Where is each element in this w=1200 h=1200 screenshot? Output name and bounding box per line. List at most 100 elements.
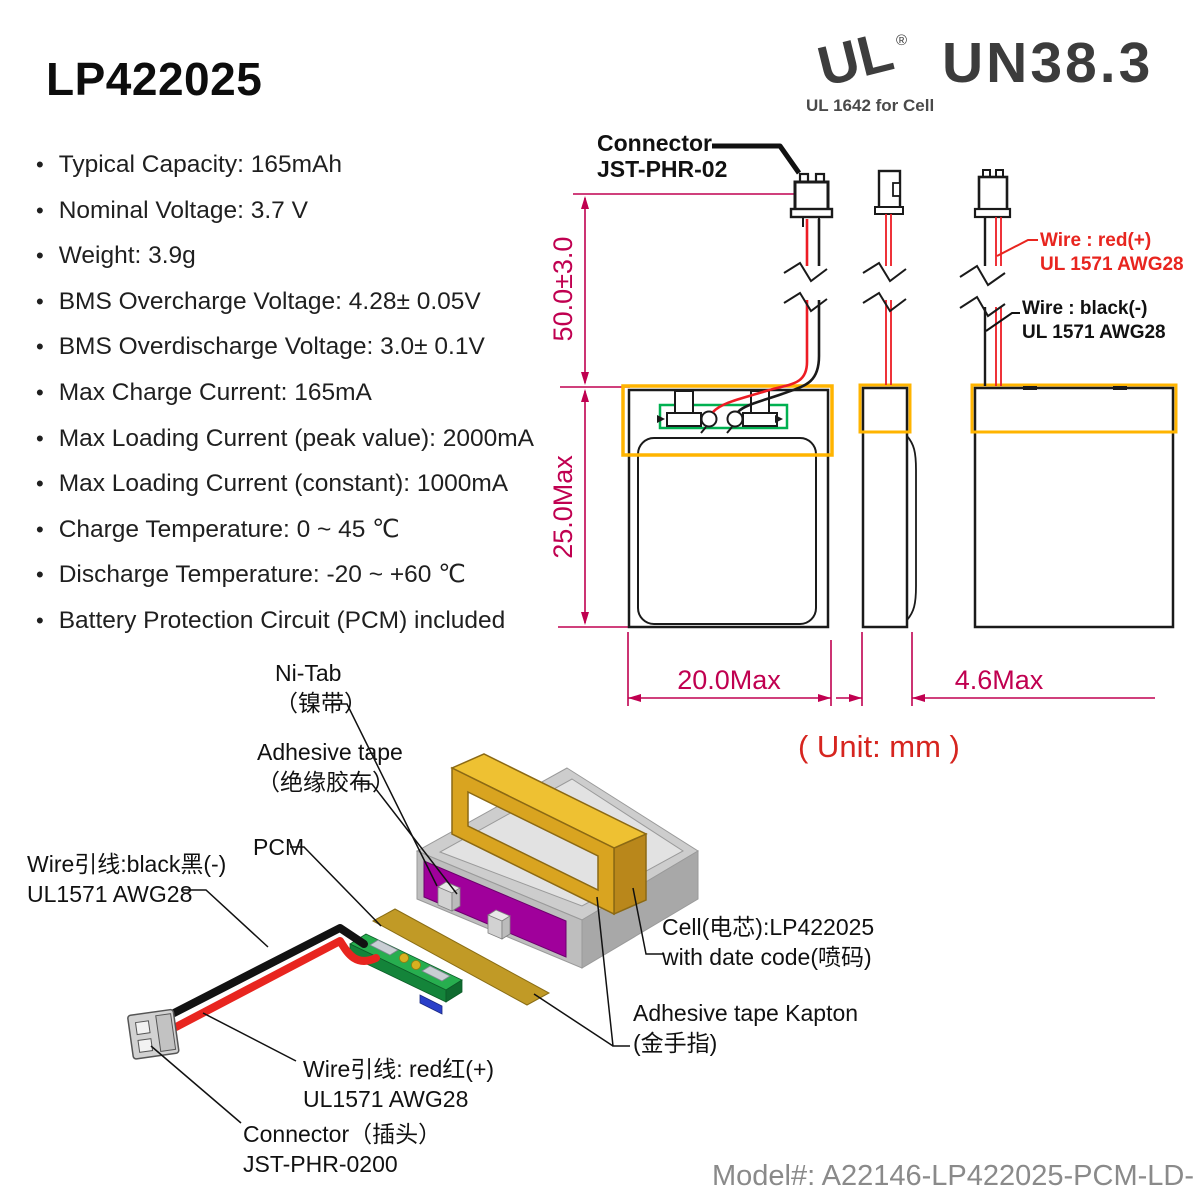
spec-item: Max Charge Current: 165mA [36,370,534,416]
battery-outline [861,386,909,629]
arrow-up [581,389,589,402]
front-connector [789,172,834,227]
ni-tab-label: Ni-Tab （镍带） [275,658,367,718]
wire-black-line1: Wire : black(-) [1022,298,1148,319]
connector-exploded-label: Connector（插头） JST-PHR-0200 [243,1119,441,1179]
wire-black-leader [985,312,1020,332]
pcm-leader [290,846,382,927]
back-wires [959,217,1006,386]
un38-3-mark: UN38.3 [942,31,1154,95]
dim-text-20: 20.0Max [677,665,781,695]
connector-leader [150,1045,242,1124]
page-title: LP422025 [46,53,263,105]
cell-pouch-outline [637,437,817,625]
ni-tabs-front [666,390,778,434]
cell-line1: Cell(电芯):LP422025 [662,914,875,940]
wire-red-exp-line1: Wire引线: red红(+) [303,1056,495,1082]
pcm-end-face [445,979,463,1003]
wire-black-exploded-label: Wire引线:black黑(-) UL1571 AWG28 [27,849,226,909]
dimension-lines [558,193,1155,706]
break-symbol [862,291,907,313]
break-symbol [862,261,907,283]
kapton-label: Adhesive tape Kapton (金手指) [633,998,858,1058]
connector-label-line1: Connector [597,130,712,156]
gold-band-3d [450,753,648,916]
side-wires [862,214,907,385]
ni-tab-side [451,887,461,912]
break-symbol [959,295,1006,318]
wire-black-leader [183,889,269,948]
spec-item: BMS Overcharge Voltage: 4.28± 0.05V [36,279,534,325]
tape-band-outline [621,384,834,457]
spec-item: Max Loading Current (peak value): 2000mA [36,416,534,462]
wire-red-exploded-label: Wire引线: red红(+) UL1571 AWG28 [303,1054,494,1114]
connector-latch [155,1013,177,1052]
connector-base [789,207,834,219]
wire-black-exp-line2: UL1571 AWG28 [27,881,193,907]
dim-text-25: 25.0Max [548,455,578,559]
connector-body [793,180,830,212]
pcm-connector-pad [419,994,443,1015]
dimension-arrows [581,196,925,702]
spec-item: BMS Overdischarge Voltage: 3.0± 0.1V [36,324,534,370]
cell-leader [632,887,664,955]
battery-outline [973,386,1175,629]
wire-red-exp-line2: UL1571 AWG28 [303,1086,469,1112]
cell-line2: with date code(喷码) [662,944,872,970]
dim-text-46: 4.6Max [955,665,1044,695]
connector-3d [127,1008,180,1060]
solder-point [700,410,718,428]
ni-tab-line1: Ni-Tab [275,660,342,686]
unit-note: ( Unit: mm ) [798,729,960,764]
back-connector [973,169,1012,219]
kapton-line2: (金手指) [633,1030,718,1056]
arrow-left [912,694,925,702]
connector-slot [137,1038,154,1053]
pcm-pad [421,965,451,982]
wire-black-line2: UL 1571 AWG28 [1022,322,1166,343]
wire-black-exp-line1: Wire引线:black黑(-) [27,851,227,877]
cell-label: Cell(电芯):LP422025 with date code(喷码) [662,912,874,972]
connector-exp-line1: Connector（插头） [243,1121,442,1147]
solder-point [726,410,744,428]
side-connector [874,169,904,215]
spec-list: Typical Capacity: 165mAh Nominal Voltage… [36,142,534,644]
side-view [858,169,917,629]
ni-tab-base [742,412,778,427]
arrow-down [581,372,589,385]
kapton-leader [533,896,630,1047]
exploded-leaders [150,703,664,1124]
arrow-left [628,694,641,702]
adhesive-tape-line1: Adhesive tape [257,739,403,765]
wire-red-drawing-label: Wire : red(+) UL 1571 AWG28 [1040,229,1184,277]
connector-notch [892,182,901,197]
insulating-tape-3d [423,860,567,958]
wire-red-line1: Wire : red(+) [1040,230,1152,251]
ni-tab-side [501,915,511,940]
exploded-assembly [127,703,699,1124]
connector-body [977,175,1009,212]
kapton-line1: Adhesive tape Kapton [633,1000,859,1026]
solder-tick [700,426,733,434]
wire-red-line2: UL 1571 AWG28 [1040,254,1184,275]
cell-right-face [581,850,699,969]
arrow-up [581,196,589,209]
ni-tab-leader [331,703,438,887]
connector-slot [134,1020,151,1036]
pcm-solder-dot [399,953,409,963]
wire-red-leader [996,239,1038,257]
spec-item: Nominal Voltage: 3.7 V [36,188,534,234]
tape-band-outline [970,383,1178,434]
back-view [959,169,1178,629]
arrow-down [581,612,589,625]
spec-item: Max Loading Current (constant): 1000mA [36,461,534,507]
connector-drawing-label: Connector JST-PHR-02 [597,130,727,182]
connector-label-line2: JST-PHR-02 [597,156,728,182]
dimension-texts: 50.0±3.0 25.0Max 20.0Max 4.6Max [548,237,1044,695]
break-symbol [959,264,1006,287]
pcm-solder-dot [411,960,421,970]
arrow-right [849,694,862,702]
ni-tab-shape [674,390,694,416]
adhesive-tape-line2: （绝缘胶布） [257,769,395,795]
connector-leader-line [712,143,802,175]
